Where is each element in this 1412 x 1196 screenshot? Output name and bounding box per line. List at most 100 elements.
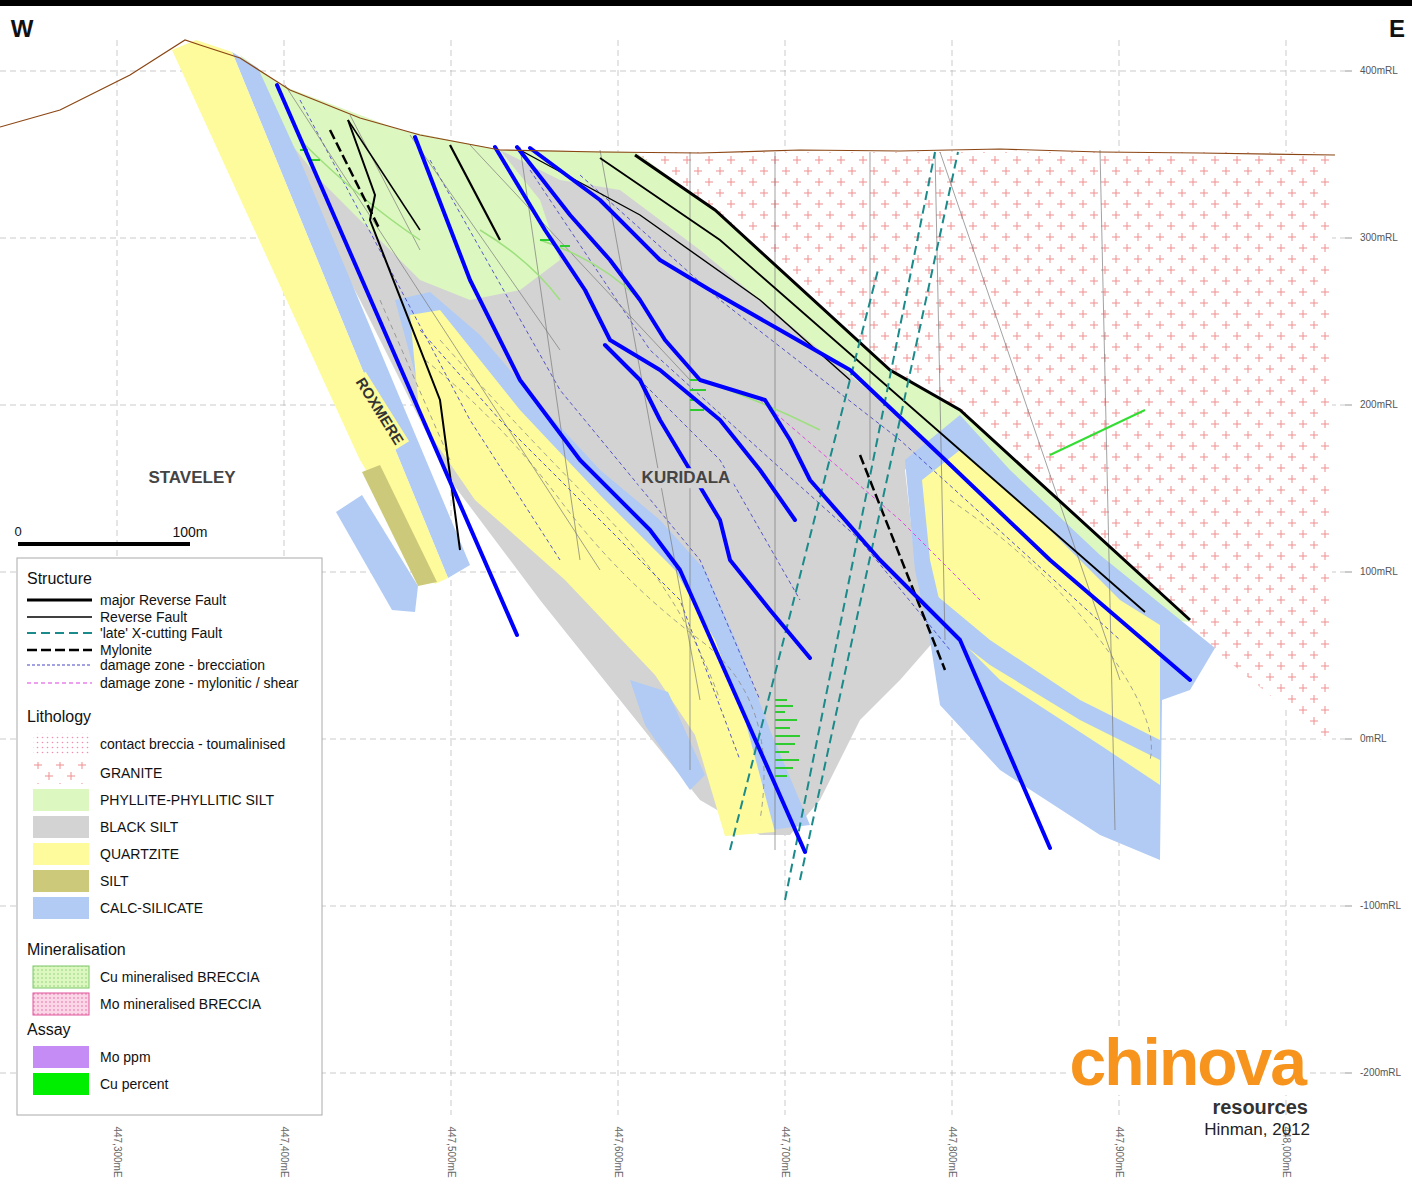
tick bbox=[1345, 1073, 1352, 1074]
damage-zone bbox=[300, 100, 1120, 760]
legend-text: BLACK SILT bbox=[100, 819, 178, 835]
calc-silicate bbox=[630, 680, 705, 790]
compass-letter: E bbox=[1389, 15, 1405, 43]
compass-letter: W bbox=[11, 15, 34, 43]
area-name: ROXMERE bbox=[351, 372, 409, 451]
damage-zone-line bbox=[300, 100, 560, 560]
interpreted-fault bbox=[277, 85, 517, 635]
easting-label: 447,400mE bbox=[278, 1126, 290, 1177]
late-faults bbox=[730, 152, 958, 900]
elevation-ticks bbox=[1345, 71, 1352, 1073]
tick bbox=[1345, 71, 1352, 72]
legend-text: CALC-SILICATE bbox=[100, 900, 203, 916]
credit: Hinman, 2012 bbox=[1204, 1120, 1310, 1140]
legend-text: 'late' X-cutting Fault bbox=[100, 625, 222, 641]
legend-box bbox=[17, 558, 322, 1115]
logo-subword: resources bbox=[1212, 1096, 1308, 1119]
easting-label: 447,900mE bbox=[1113, 1126, 1125, 1177]
bedding-line bbox=[440, 340, 720, 700]
legend-text: major Reverse Fault bbox=[100, 592, 226, 608]
interpreted-fault bbox=[530, 148, 1190, 680]
legend-text: GRANITE bbox=[100, 765, 162, 781]
mylonite bbox=[860, 455, 945, 670]
drill-hole bbox=[350, 115, 420, 250]
tick bbox=[1345, 906, 1352, 907]
legend-swatch bbox=[33, 843, 89, 865]
legend-text: damage zone - brecciation bbox=[100, 657, 265, 673]
legend-swatch bbox=[33, 897, 89, 919]
tick bbox=[1345, 739, 1352, 740]
cu-assay bbox=[1050, 410, 1145, 455]
scale-bar bbox=[18, 542, 190, 546]
legend-text: damage zone - mylonitic / shear bbox=[100, 675, 298, 691]
cu-breccia bbox=[300, 140, 820, 430]
legend-line-sample bbox=[27, 649, 92, 652]
legend-text: Mo mineralised BRECCIA bbox=[100, 996, 261, 1012]
elevation-label: 200mRL bbox=[1357, 399, 1401, 411]
interpreted-fault bbox=[495, 147, 795, 520]
mylonite bbox=[330, 130, 380, 230]
drill-hole bbox=[690, 152, 691, 770]
area-name: KURIDALA bbox=[639, 468, 734, 488]
interpreted-fault bbox=[415, 137, 805, 852]
legend-text: Cu mineralised BRECCIA bbox=[100, 969, 260, 985]
easting-label: 447,800mE bbox=[946, 1126, 958, 1177]
elevation-label: 400mRL bbox=[1357, 65, 1401, 77]
drill-hole bbox=[285, 85, 600, 570]
interpreted-fault bbox=[517, 147, 1050, 848]
x-cutting-fault bbox=[730, 270, 878, 850]
breccia-trace bbox=[540, 240, 640, 300]
legend-text: Reverse Fault bbox=[100, 609, 187, 625]
legend-heading: Mineralisation bbox=[27, 941, 126, 959]
drill-hole bbox=[410, 135, 560, 350]
easting-label: 447,700mE bbox=[779, 1126, 791, 1177]
legend-swatch bbox=[33, 1046, 89, 1068]
legend-pattern-sample bbox=[33, 762, 89, 784]
x-cutting-fault bbox=[785, 152, 935, 900]
grid bbox=[0, 40, 1345, 1115]
reverse-fault bbox=[348, 120, 420, 230]
interpreted-fault bbox=[605, 345, 810, 658]
reverse-fault bbox=[450, 145, 500, 240]
calc-silicate bbox=[905, 415, 1215, 860]
quartzite bbox=[410, 310, 775, 836]
tick bbox=[1345, 572, 1352, 573]
legend-pattern-sample bbox=[33, 993, 89, 1015]
legend-text: Cu percent bbox=[100, 1076, 168, 1092]
legend-pattern-sample bbox=[33, 966, 89, 988]
legend-swatch bbox=[33, 1073, 89, 1095]
legend-text: PHYLLITE-PHYLLITIC SILT bbox=[100, 792, 274, 808]
interpreted-faults bbox=[277, 85, 1190, 852]
damage-zone-line bbox=[580, 175, 1120, 640]
tick bbox=[1345, 405, 1352, 406]
legend-line-sample bbox=[27, 632, 92, 634]
legend-line-sample bbox=[27, 599, 92, 602]
easting-label: 447,600mE bbox=[612, 1126, 624, 1177]
legend-text: QUARTZITE bbox=[100, 846, 179, 862]
elevation-label: -200mRL bbox=[1357, 1067, 1404, 1079]
legend-heading: Assay bbox=[27, 1021, 71, 1039]
area-name: STAVELEY bbox=[148, 468, 235, 488]
drill-hole bbox=[600, 150, 700, 700]
reverse-fault bbox=[348, 120, 460, 550]
easting-label: 447,300mE bbox=[111, 1126, 123, 1177]
drill-hole bbox=[1100, 150, 1115, 830]
x-cutting-fault bbox=[800, 152, 958, 880]
bedding bbox=[380, 300, 1151, 820]
legend-line-sample bbox=[27, 616, 92, 618]
faults bbox=[330, 120, 1190, 670]
scale-label: 100m bbox=[172, 524, 207, 540]
legend-heading: Lithology bbox=[27, 708, 91, 726]
elevation-label: 0mRL bbox=[1357, 733, 1390, 745]
elevation-label: 300mRL bbox=[1357, 232, 1401, 244]
logo-word: chinova bbox=[1067, 1029, 1308, 1095]
topography bbox=[0, 40, 1335, 155]
silt bbox=[362, 465, 437, 586]
drill-hole bbox=[775, 152, 776, 850]
legend-text: Mylonite bbox=[100, 642, 152, 658]
quartzite bbox=[922, 450, 1160, 785]
top-bar bbox=[0, 0, 1412, 6]
easting-label: 447,500mE bbox=[445, 1126, 457, 1177]
elevation-label: -100mRL bbox=[1357, 900, 1404, 912]
